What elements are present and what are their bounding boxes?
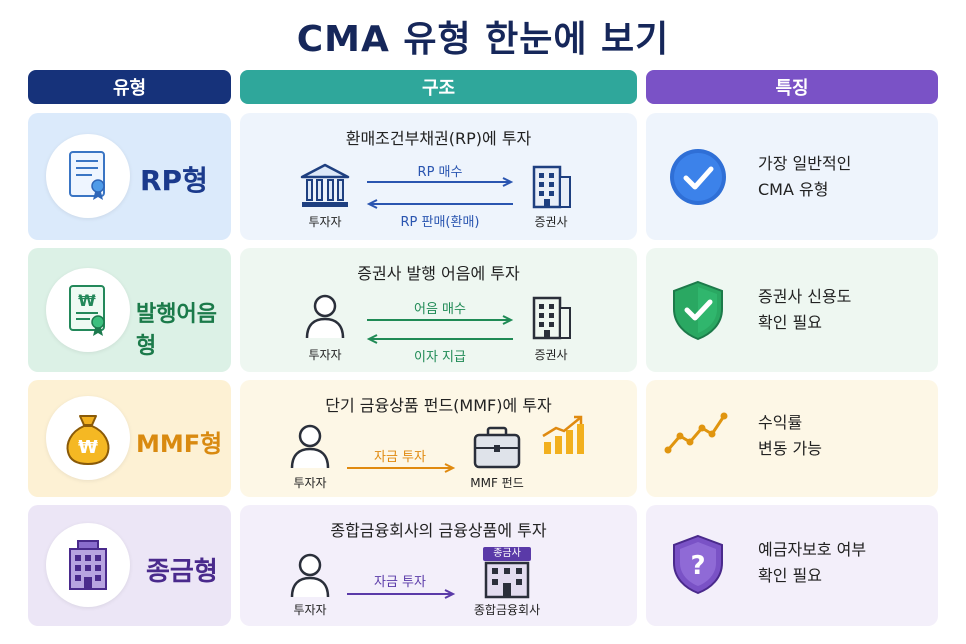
type-cell-rp: RP형 (28, 113, 231, 240)
bank-icon (300, 163, 350, 207)
feature-cell-rp: 가장 일반적인 CMA 유형 (646, 113, 938, 240)
arrow-left-icon (366, 199, 513, 209)
header-type: 유형 (28, 70, 231, 104)
structure-cell-note: 증권사 발행 어음에 투자 투자자 어음 매수 이자 지급 증권사 (240, 248, 637, 372)
shield-check-icon (673, 280, 723, 341)
building-icon (532, 296, 571, 340)
office-building-icon (46, 523, 130, 607)
type-cell-note: ₩ 발행어음형 (28, 248, 231, 372)
type-name-jonggeum: 종금형 (146, 557, 218, 587)
arrow-top-label-note: 어음 매수 (414, 302, 466, 317)
structure-desc-rp: 환매조건부채권(RP)에 투자 (345, 129, 532, 148)
left-label-note: 투자자 (308, 348, 342, 362)
right-label-rp: 증권사 (534, 215, 568, 229)
bar-chart-up-icon (542, 415, 584, 454)
svg-text:?: ? (690, 551, 705, 581)
arrow-top-label-mmf: 자금 투자 (374, 450, 426, 465)
structure-cell-jonggeum: 종합금융회사의 금융상품에 투자 투자자 자금 투자 종금사 종합금융회사 (240, 505, 637, 626)
right-label-jonggeum: 종합금융회사 (473, 603, 541, 617)
left-label-jonggeum: 투자자 (293, 603, 327, 617)
type-name-mmf: MMF형 (136, 430, 223, 458)
page-title: CMA 유형 한눈에 보기 (296, 19, 670, 60)
promissory-note-icon: ₩ (46, 268, 130, 352)
check-circle-icon (670, 149, 726, 205)
feature-cell-mmf: 수익률 변동 가능 (646, 380, 938, 497)
money-bag-icon: ₩ (46, 396, 130, 480)
person-icon (305, 294, 345, 339)
svg-text:₩: ₩ (78, 291, 96, 310)
structure-desc-mmf: 단기 금융상품 펀드(MMF)에 투자 (325, 396, 552, 415)
right-label-mmf: MMF 펀드 (470, 476, 524, 490)
jonggeum-building-icon: 종금사 (480, 547, 534, 599)
feature-cell-note: 증권사 신용도 확인 필요 (646, 248, 938, 372)
left-label-rp: 투자자 (308, 215, 342, 229)
svg-text:₩: ₩ (78, 437, 98, 458)
arrow-bottom-label-note: 이자 지급 (414, 350, 466, 365)
arrow-right-icon (367, 177, 514, 187)
person-icon (290, 424, 330, 469)
arrow-bottom-label-rp: RP 판매(환매) (400, 215, 480, 230)
feature-text-note: 증권사 신용도 확인 필요 (758, 287, 852, 332)
right-label-note: 증권사 (534, 348, 568, 362)
building-icon (532, 165, 571, 209)
header-feature: 특징 (646, 70, 938, 104)
left-label-mmf: 투자자 (293, 476, 327, 490)
arrow-left-icon (366, 334, 513, 344)
briefcase-icon (473, 426, 521, 469)
feature-text-jonggeum: 예금자보호 여부 확인 필요 (758, 540, 867, 585)
structure-desc-jonggeum: 종합금융회사의 금융상품에 투자 (330, 521, 547, 540)
feature-cell-jonggeum: ? 예금자보호 여부 확인 필요 (646, 505, 938, 626)
type-cell-mmf: ₩ MMF형 (28, 380, 231, 497)
type-name-rp: RP형 (140, 164, 208, 197)
arrow-top-label-rp: RP 매수 (417, 165, 463, 180)
person-icon (290, 553, 330, 598)
structure-cell-mmf: 단기 금융상품 펀드(MMF)에 투자 투자자 자금 투자 MMF 펀드 (240, 380, 637, 497)
arrow-right-icon (347, 589, 456, 599)
line-trend-icon (664, 412, 728, 454)
arrow-right-icon (347, 463, 456, 473)
arrow-top-label-jonggeum: 자금 투자 (374, 575, 426, 590)
feature-text-mmf: 수익률 변동 가능 (758, 413, 822, 458)
shield-question-icon: ? (673, 534, 723, 595)
feature-text-rp: 가장 일반적인 CMA 유형 (758, 154, 852, 199)
building-sign: 종금사 (483, 547, 531, 561)
type-cell-jonggeum: 종금형 (28, 505, 231, 626)
type-name-note: 발행어음형 (136, 302, 217, 359)
header-structure: 구조 (240, 70, 637, 104)
structure-desc-note: 증권사 발행 어음에 투자 (357, 264, 520, 283)
arrow-right-icon (367, 315, 514, 325)
certificate-icon (46, 134, 130, 218)
structure-cell-rp: 환매조건부채권(RP)에 투자 투자자 RP 매수 RP 판매(환매) 증권사 (240, 113, 637, 240)
